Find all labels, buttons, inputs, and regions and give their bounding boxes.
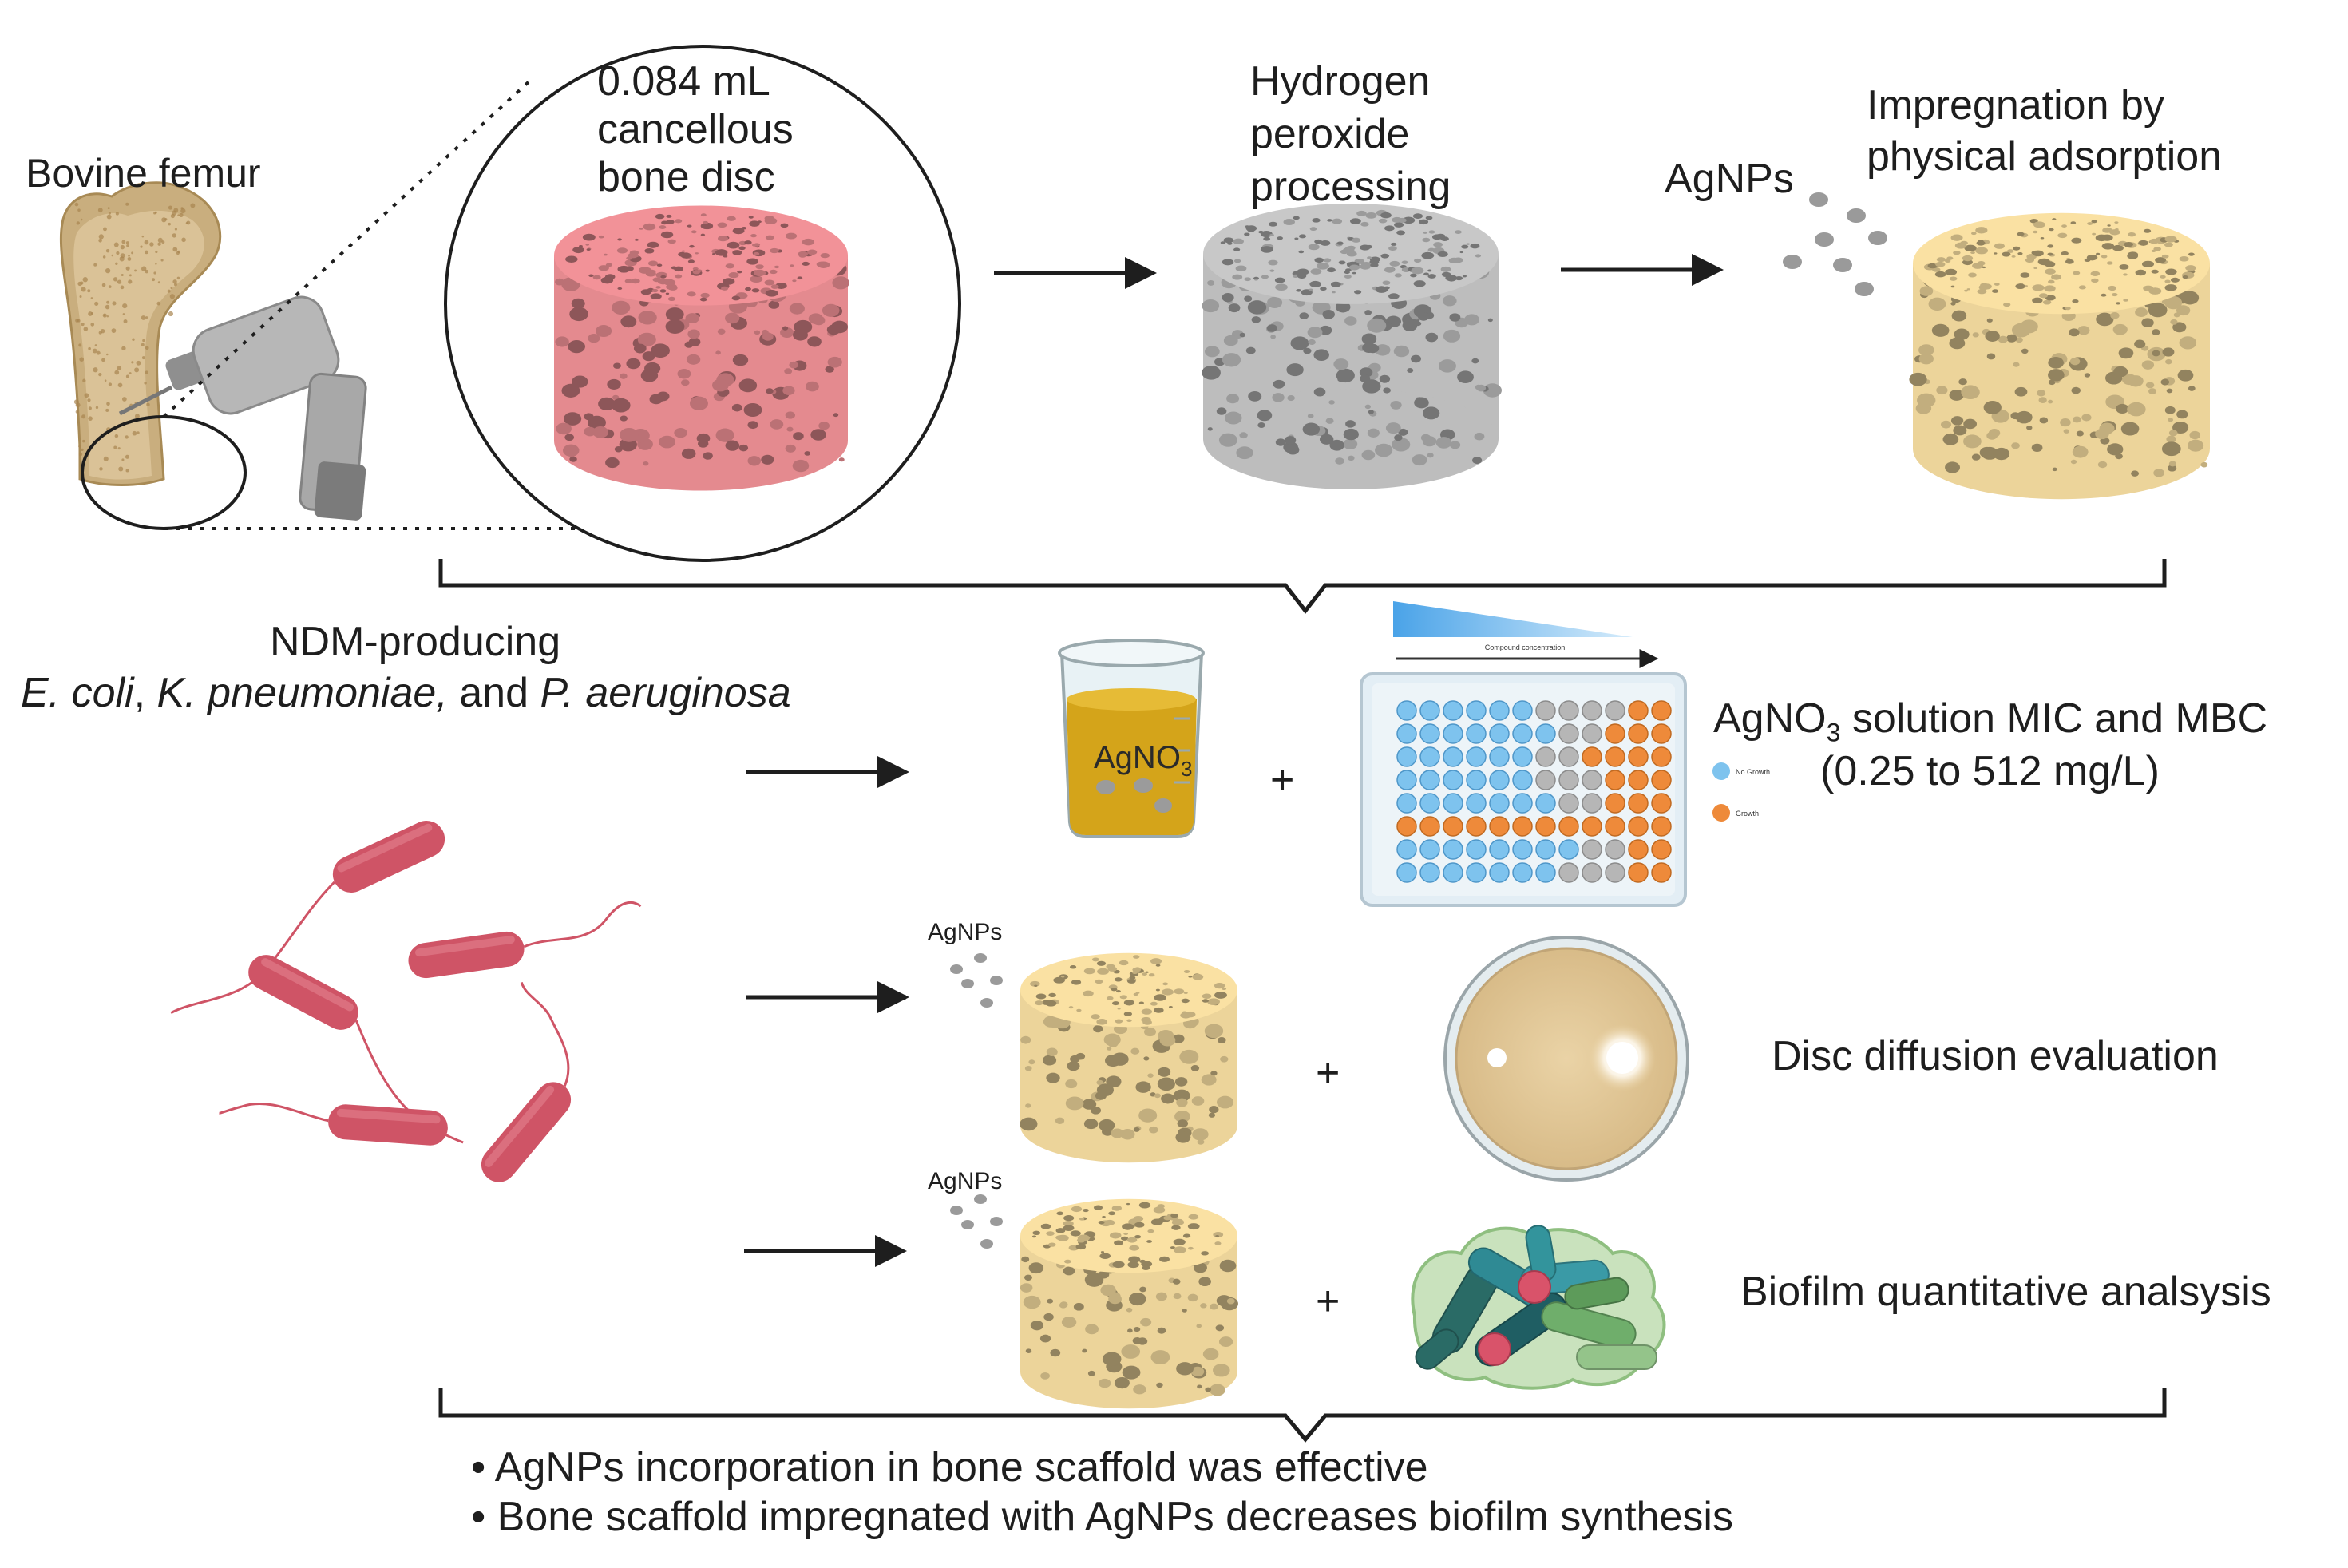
species-ecoli: E. coli	[21, 670, 134, 716]
mic-agno: AgNO	[1713, 695, 1827, 742]
bottom-bracket	[438, 1388, 2167, 1443]
legend-growth-label: Growth	[1736, 810, 1759, 818]
bone-disc-impregnated	[1909, 212, 2210, 500]
bone-drill-icon	[118, 295, 367, 521]
bone-disc-row2	[1020, 952, 1237, 1163]
label-agnps-row2: AgNPs	[928, 919, 1003, 945]
conclusion-item-1: • AgNPs incorporation in bone scaffold w…	[471, 1444, 1428, 1491]
label-h2o2-2: peroxide	[1250, 111, 1410, 157]
legend-nogrowth-dot	[1712, 762, 1730, 780]
label-mic-line2: (0.25 to 512 mg/L)	[1820, 748, 2160, 794]
label-bone-disc-2: cancellous	[597, 106, 794, 152]
label-species: E. coli, K. pneumoniae, and P. aeruginos…	[21, 669, 791, 718]
label-biofilm: Biofilm quantitative analsysis	[1740, 1269, 2271, 1315]
label-mic-line1: AgNO3 solution MIC and MBC	[1713, 695, 2267, 748]
plus-row3: +	[1316, 1278, 1340, 1324]
plus-row1: +	[1270, 757, 1295, 803]
label-ndm-producing: NDM-producing	[270, 619, 561, 665]
well-plate-icon	[1360, 672, 1687, 907]
bone-disc-row3	[1020, 1198, 1238, 1409]
bone-disc-processed	[1202, 204, 1502, 489]
bovine-femur-icon	[59, 181, 222, 486]
label-agnps-row3: AgNPs	[928, 1168, 1003, 1194]
gradient-label: Compound concentration	[1485, 643, 1566, 651]
bone-disc-raw	[554, 205, 849, 491]
label-agnps-top: AgNPs	[1665, 156, 1794, 202]
plus-row2: +	[1316, 1050, 1340, 1096]
species-separator: ,	[133, 670, 157, 716]
agnps-particles-icon	[1783, 192, 1887, 296]
agnps-particles-icon	[950, 953, 1003, 1008]
conclusion-text-2: Bone scaffold impregnated with AgNPs dec…	[497, 1494, 1733, 1540]
mic-rest: solution MIC and MBC	[1840, 695, 2268, 742]
legend-nogrowth-label: No Growth	[1736, 768, 1770, 776]
label-bone-disc-3: bone disc	[597, 154, 775, 200]
biofilm-icon	[1411, 1225, 1666, 1390]
conclusion-item-2: • Bone scaffold impregnated with AgNPs d…	[471, 1494, 1733, 1540]
label-h2o2-3: processing	[1250, 164, 1451, 210]
mic-subscript: 3	[1826, 718, 1841, 747]
label-disc-diffusion: Disc diffusion evaluation	[1772, 1033, 2219, 1079]
legend-growth-dot	[1712, 804, 1730, 822]
label-h2o2-1: Hydrogen	[1250, 58, 1431, 105]
conclusion-text-1: AgNPs incorporation in bone scaffold was…	[494, 1444, 1428, 1491]
species-paeruginosa: P. aeruginosa	[540, 670, 791, 716]
top-bracket	[438, 559, 2167, 615]
beaker-label: AgNO3	[1094, 740, 1192, 781]
petri-dish-icon	[1443, 936, 1689, 1182]
label-bone-disc-1: 0.084 mL	[597, 58, 770, 105]
label-impregnation-2: physical adsorption	[1867, 133, 2223, 180]
species-kpneumoniae: K. pneumoniae,	[156, 670, 448, 716]
label-impregnation-1: Impregnation by	[1867, 82, 2164, 129]
label-bovine-femur: Bovine femur	[26, 151, 261, 196]
bacteria-icon	[170, 821, 642, 1182]
species-and: and	[447, 670, 540, 716]
beaker-icon	[1058, 639, 1205, 838]
concentration-gradient	[1393, 601, 1633, 637]
agnps-particles-icon	[950, 1194, 1003, 1249]
